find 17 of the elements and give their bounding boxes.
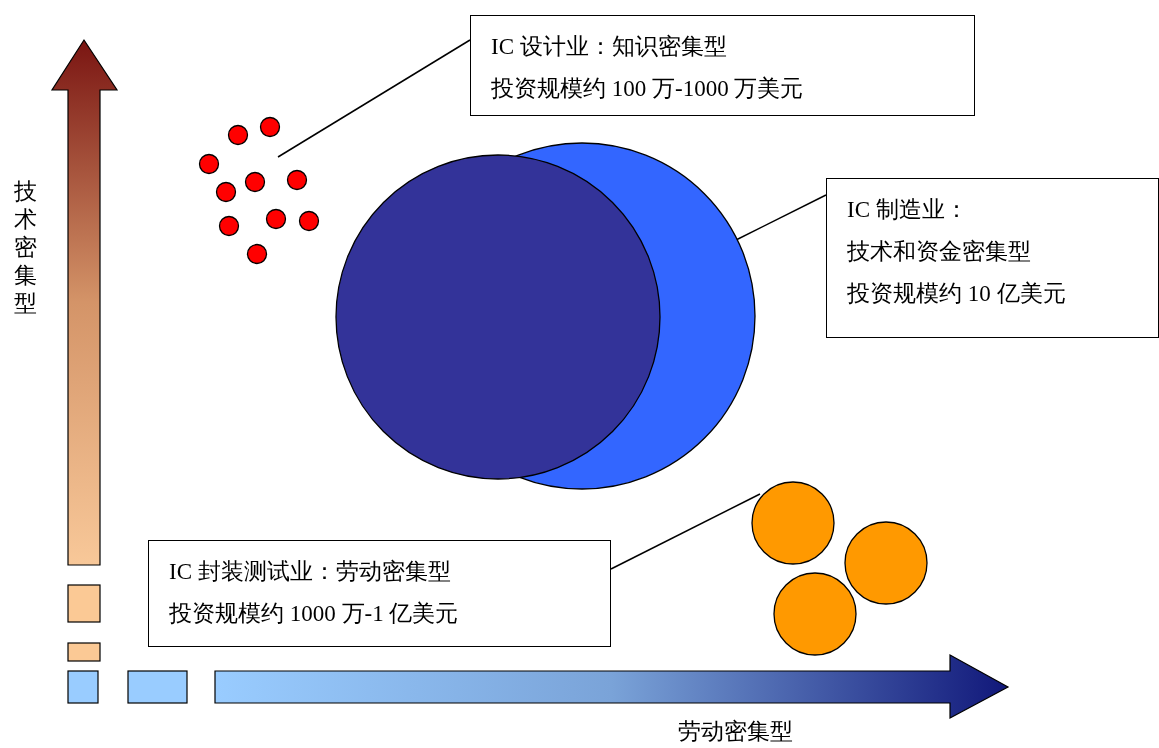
box-text: IC 制造业：: [847, 196, 969, 224]
box-text: 投资规模约 10 亿美元: [847, 280, 1067, 308]
dot-cluster-drawing: [198, 116, 320, 265]
box-text: IC 封装测试业：劳动密集型: [169, 558, 452, 586]
box-text: 投资规模约 1000 万-1 亿美元: [169, 600, 460, 628]
box-text: IC 设计业：知识密集型: [491, 33, 728, 61]
box-text: 技术和资金密集型: [847, 238, 1032, 266]
axis-label: 技术密集型: [12, 178, 38, 318]
axis-label: 劳动密集型: [678, 718, 793, 746]
ball-cluster-drawing: [750, 480, 930, 657]
leader-line: [277, 39, 471, 158]
box-text: 投资规模约 100 万-1000 万美元: [491, 75, 805, 103]
text-box: [148, 540, 611, 647]
overlapping-circles-drawing: [335, 141, 758, 492]
text-box: [470, 15, 975, 116]
leader-line: [610, 493, 761, 570]
text-box: [826, 178, 1159, 338]
